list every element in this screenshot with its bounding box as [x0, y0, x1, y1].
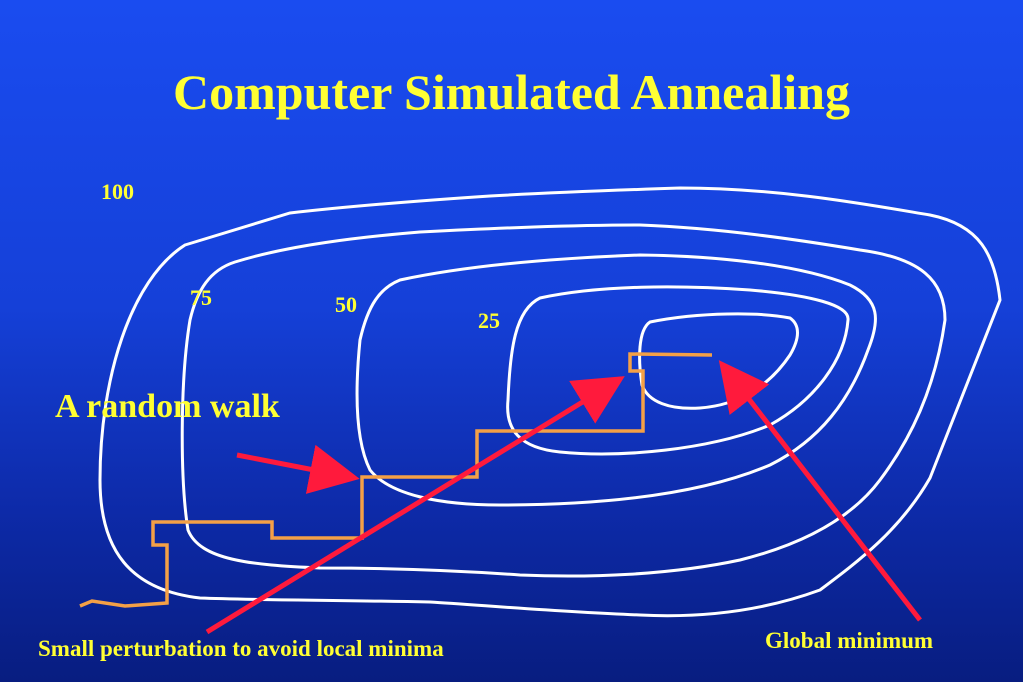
contour-label-75: 75: [190, 285, 212, 310]
contour-label-50: 50: [335, 292, 357, 317]
global-minimum-arrow: [718, 360, 922, 622]
random-walk-path: [79, 352, 713, 608]
random-walk-arrow: [236, 444, 360, 494]
random-walk-label: A random walk: [55, 388, 280, 425]
slide-title: Computer Simulated Annealing: [173, 64, 850, 120]
perturbation-label: Small perturbation to avoid local minima: [38, 636, 444, 661]
contour-line-75: [180, 223, 947, 578]
contour-line-50: [355, 253, 877, 507]
contour-label-100: 100: [101, 179, 134, 204]
contour-line-100: [98, 186, 1002, 618]
perturbation-arrow: [205, 376, 625, 635]
contour-line-center: [638, 312, 799, 410]
contour-line-25: [506, 285, 850, 456]
contour-label-25: 25: [478, 308, 500, 333]
global-minimum-label: Global minimum: [765, 628, 934, 653]
